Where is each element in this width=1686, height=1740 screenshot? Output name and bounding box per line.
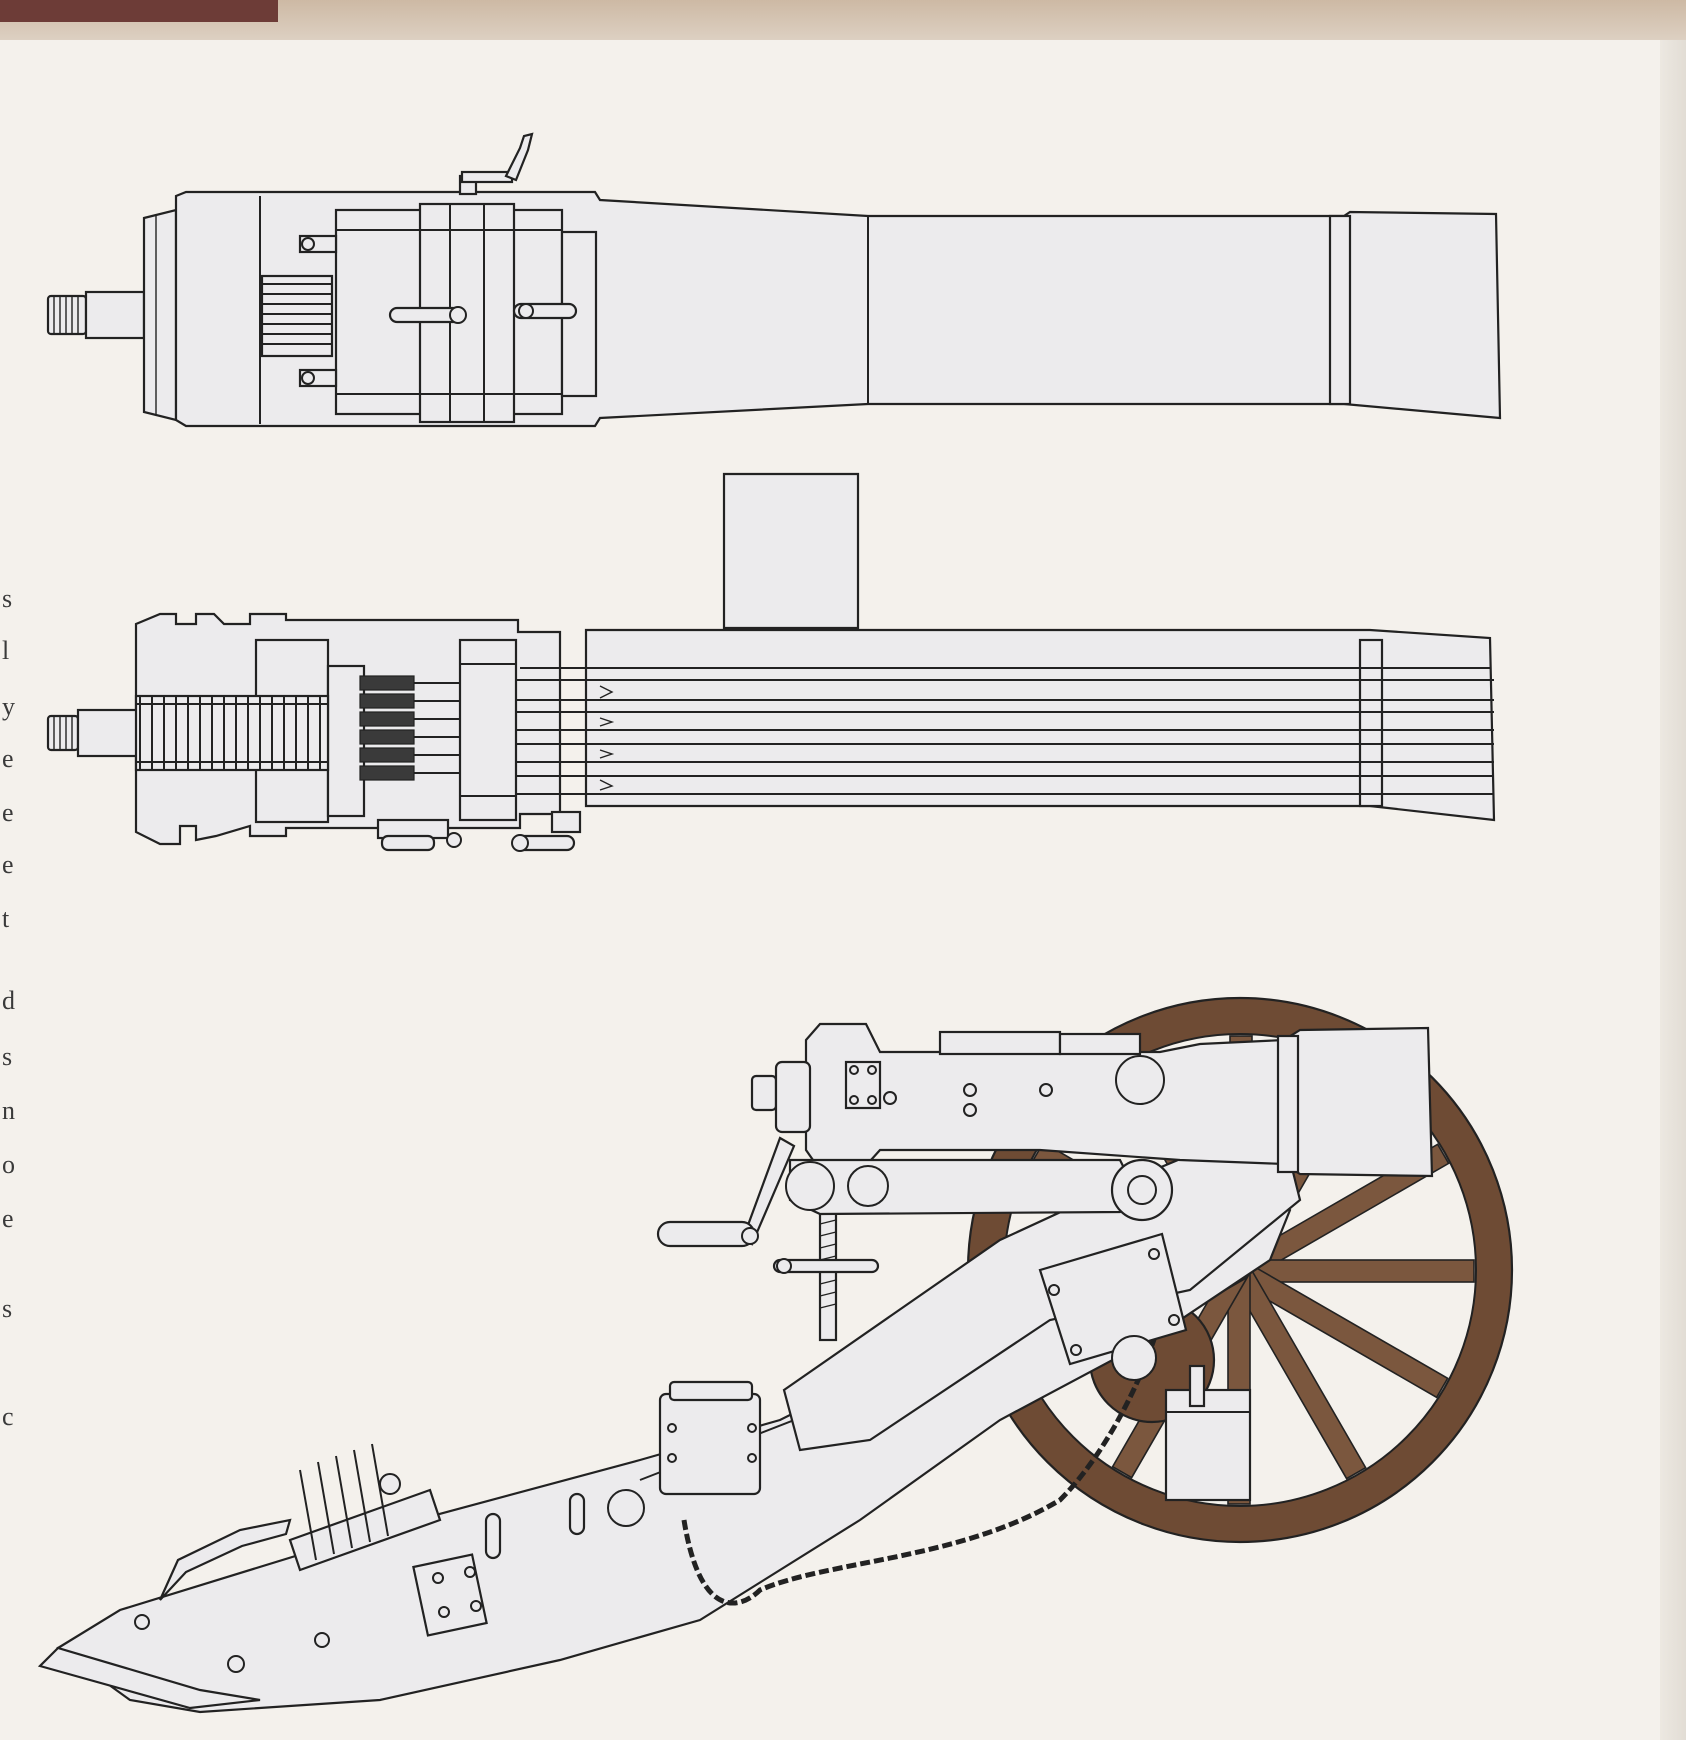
sectional-view-lock-cylinders xyxy=(359,638,518,822)
margin-letter: d xyxy=(2,986,15,1015)
sectional-view-barrel-body xyxy=(584,628,1496,822)
trail-spade xyxy=(37,1646,261,1710)
top-view-levers xyxy=(388,302,578,324)
sectional-view-screw-knob xyxy=(46,708,140,758)
margin-letter: e xyxy=(2,1204,14,1233)
trail-fittings xyxy=(134,1489,645,1673)
top-view-breech-cap xyxy=(142,208,178,422)
margin-letter: l xyxy=(2,636,10,665)
sectional-view xyxy=(46,472,1496,852)
margin-letter: c xyxy=(2,1402,14,1431)
sectional-view-barrels xyxy=(516,667,1494,795)
book-cover-edge xyxy=(0,0,278,22)
margin-letter: o xyxy=(2,1150,15,1179)
top-view-screw-knob xyxy=(46,290,146,340)
margin-letter: e xyxy=(2,850,14,879)
page-right-edge xyxy=(1660,40,1686,1740)
gun-breech-knob xyxy=(750,1060,812,1134)
sectional-view-levers xyxy=(376,810,582,852)
trail-ammunition-rack xyxy=(158,1443,442,1601)
margin-letter: s xyxy=(2,584,13,613)
margin-text-column: s l y e e e t d s n o e s c xyxy=(0,0,24,1740)
margin-letter: n xyxy=(2,1096,15,1125)
sectional-view-spring xyxy=(134,694,330,772)
gun-trunnion-support xyxy=(785,1158,1174,1222)
trail-chain xyxy=(681,1319,1163,1606)
margin-letter: e xyxy=(2,744,14,773)
gun-housing-details xyxy=(844,1030,1165,1117)
axle-box xyxy=(1164,1364,1252,1502)
trail-bracket xyxy=(658,1380,762,1496)
elevating-screw xyxy=(772,1198,880,1342)
margin-letter: s xyxy=(2,1294,13,1323)
sectional-view-hopper xyxy=(722,472,860,630)
top-view xyxy=(46,132,1502,428)
top-view-spring xyxy=(260,274,334,358)
gun-crank xyxy=(656,1136,796,1248)
margin-letter: y xyxy=(2,692,15,721)
margin-letter: t xyxy=(2,904,10,933)
top-view-crank-handle xyxy=(458,132,534,196)
gun-on-carriage xyxy=(37,996,1514,1714)
page-top-band xyxy=(0,0,1686,40)
margin-letter: s xyxy=(2,1042,13,1071)
elevating-plate xyxy=(1038,1232,1188,1381)
margin-letter: e xyxy=(2,798,14,827)
